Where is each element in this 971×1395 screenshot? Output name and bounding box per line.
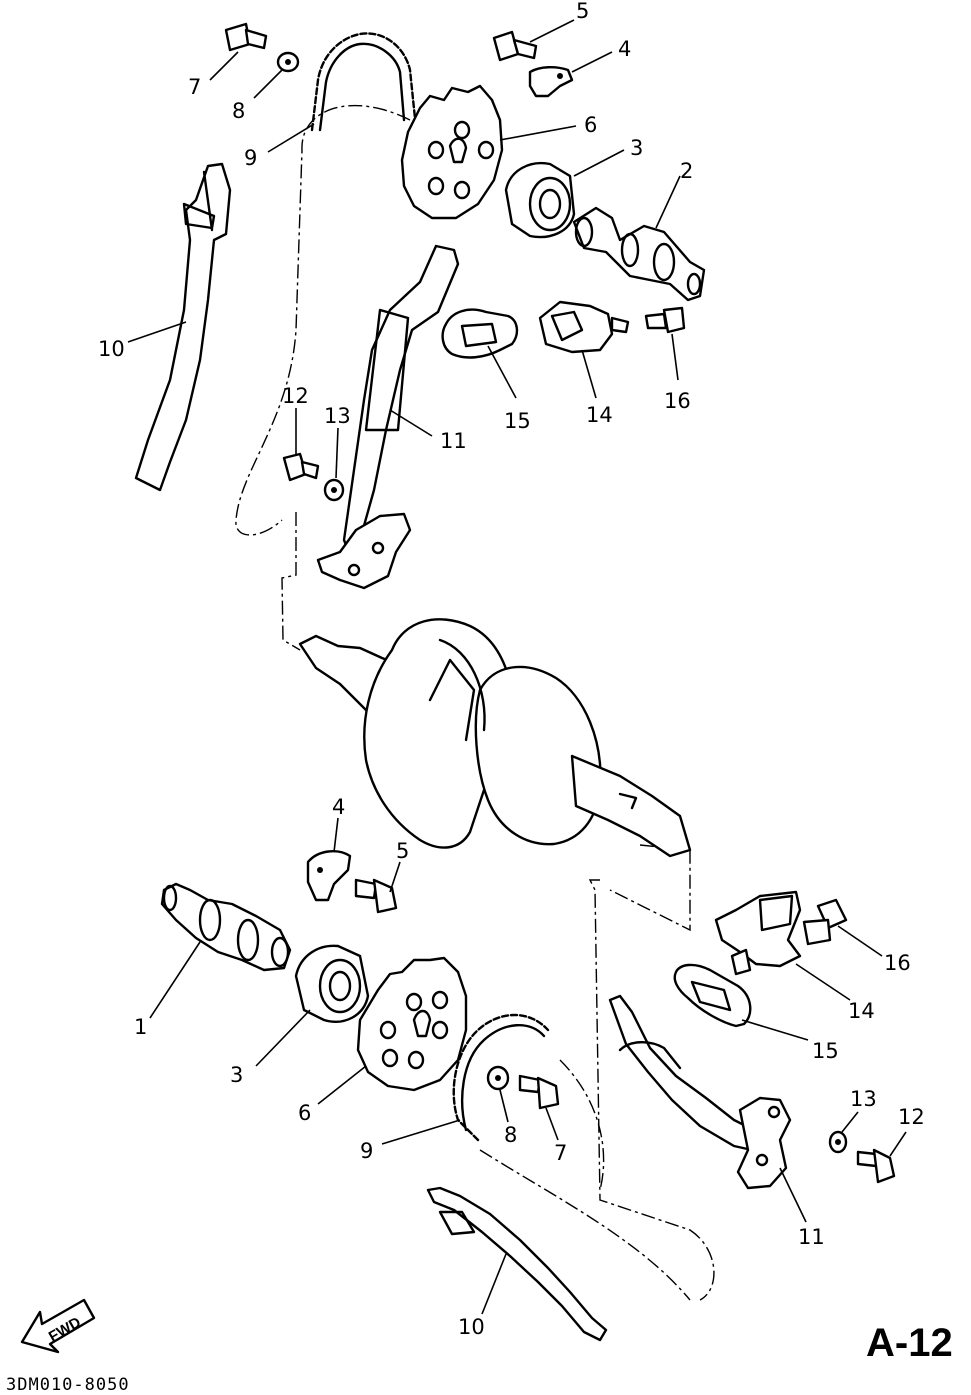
callout-7-bottom: 7 xyxy=(554,1141,567,1165)
callout-4-bottom: 4 xyxy=(332,795,345,819)
callout-5-top: 5 xyxy=(576,0,589,23)
callout-13-bottom: 13 xyxy=(850,1087,877,1111)
chain-guide-10-top xyxy=(134,162,232,492)
bearing-3-top xyxy=(504,161,576,239)
cam-chain-9-top xyxy=(310,32,418,132)
crankshaft xyxy=(298,618,692,858)
callout-6-top: 6 xyxy=(584,113,597,137)
gasket-15-top xyxy=(441,308,519,359)
callout-6-bottom: 6 xyxy=(298,1101,311,1125)
tensioner-arm-11-top xyxy=(316,244,460,590)
lock-plate-4-bottom xyxy=(306,850,352,902)
callout-numbers: 7 8 9 5 4 6 3 2 10 12 13 11 15 14 16 4 5… xyxy=(98,0,925,1339)
callout-4-top: 4 xyxy=(618,37,631,61)
page-id: A-12 xyxy=(866,1321,953,1365)
leader-lines xyxy=(127,19,907,1315)
callout-15-top: 15 xyxy=(504,409,531,433)
lock-plate-4-top xyxy=(528,66,574,98)
fwd-arrow-icon: FWD xyxy=(20,1298,96,1354)
washer-8-bottom xyxy=(486,1065,510,1091)
washer-13-top xyxy=(323,478,345,502)
callout-9-top: 9 xyxy=(244,146,257,170)
camshaft-1 xyxy=(160,882,292,972)
callout-12-top: 12 xyxy=(282,384,309,408)
washer-8-top xyxy=(276,51,300,73)
callout-16-bottom: 16 xyxy=(884,951,911,975)
bolt-16-bottom xyxy=(802,898,848,946)
callout-14-bottom: 14 xyxy=(848,999,875,1023)
tensioner-arm-11-bottom xyxy=(608,994,792,1190)
bearing-3-bottom xyxy=(294,944,370,1023)
camshaft-2 xyxy=(572,206,706,302)
callout-7-top: 7 xyxy=(188,75,201,99)
drawing-code: 3DM010-8050 xyxy=(6,1375,130,1395)
callout-2: 2 xyxy=(680,159,693,183)
bolt-5-top xyxy=(492,30,538,62)
bolt-5-bottom xyxy=(354,878,398,914)
washer-13-bottom xyxy=(828,1130,848,1154)
callout-3-bottom: 3 xyxy=(230,1063,243,1087)
tensioner-14-bottom xyxy=(714,890,802,976)
callout-10-top: 10 xyxy=(98,337,125,361)
callout-12-bottom: 12 xyxy=(898,1105,925,1129)
callout-11-bottom: 11 xyxy=(798,1225,825,1249)
chain-guide-10-bottom xyxy=(426,1186,608,1342)
callout-16-top: 16 xyxy=(664,389,691,413)
bolt-16-top xyxy=(644,306,686,334)
bolt-12-top xyxy=(282,452,320,482)
bolt-12-bottom xyxy=(856,1148,896,1184)
callout-9-bottom: 9 xyxy=(360,1139,373,1163)
cam-sprocket-6-bottom xyxy=(356,956,468,1092)
bolt-7-bottom xyxy=(518,1074,560,1110)
callout-13-top: 13 xyxy=(324,404,351,428)
callout-1: 1 xyxy=(134,1015,147,1039)
callout-11-top: 11 xyxy=(440,429,467,453)
callout-14-top: 14 xyxy=(586,403,613,427)
callout-5-bottom: 5 xyxy=(396,839,409,863)
bolt-7-top xyxy=(224,22,268,52)
tensioner-14-top xyxy=(538,300,630,354)
cam-chain-9-bottom xyxy=(452,1013,550,1142)
gasket-15-bottom xyxy=(673,963,752,1028)
callout-10-bottom: 10 xyxy=(458,1315,485,1339)
callout-15-bottom: 15 xyxy=(812,1039,839,1063)
callout-8-bottom: 8 xyxy=(504,1123,517,1147)
callout-8-top: 8 xyxy=(232,99,245,123)
cam-sprocket-6-top xyxy=(400,84,504,220)
callout-3-top: 3 xyxy=(630,136,643,160)
